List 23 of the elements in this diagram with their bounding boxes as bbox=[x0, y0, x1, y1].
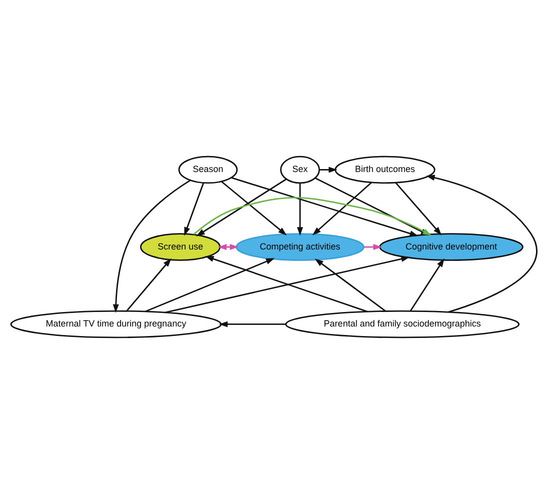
node-ellipse: Competing activities bbox=[236, 233, 364, 261]
arrow bbox=[221, 181, 287, 236]
node-ellipse: Parental and family sociodemographics bbox=[285, 310, 520, 338]
arrow bbox=[145, 258, 275, 312]
node-ellipse: Sex bbox=[280, 156, 320, 184]
arrow bbox=[184, 182, 204, 236]
arrow bbox=[231, 177, 418, 236]
arrow bbox=[112, 180, 191, 313]
arrow bbox=[219, 321, 286, 328]
arrow bbox=[196, 178, 287, 236]
arrow bbox=[312, 182, 372, 236]
arrow bbox=[205, 256, 368, 312]
arrow bbox=[126, 258, 172, 312]
node-ellipse: Season bbox=[178, 156, 238, 184]
node-ellipse: Maternal TV time during pregnancy bbox=[10, 310, 222, 338]
arrow bbox=[314, 258, 386, 312]
arrow bbox=[218, 244, 238, 250]
arrow bbox=[164, 256, 410, 314]
arrow bbox=[297, 183, 304, 236]
arrow bbox=[426, 174, 538, 313]
arrow bbox=[319, 166, 338, 173]
arrow bbox=[410, 258, 444, 312]
arrow bbox=[364, 244, 382, 250]
